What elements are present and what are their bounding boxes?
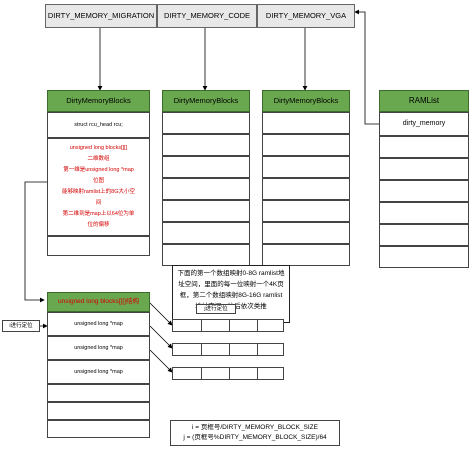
blocks-desc-line: 能够映射ramlist上的8G大小空 <box>61 189 136 195</box>
bitmap-row <box>172 367 284 380</box>
empty-cell <box>162 178 250 200</box>
blocks-desc-line: unsigned long blocks[][] <box>69 145 128 151</box>
mapping-note: 下面的第一个数组映射0-8G ramlist地址空间，里面的每一位映射一个4K页… <box>172 265 290 323</box>
blocks-desc-line: 间 <box>95 200 102 206</box>
empty-cell <box>379 180 469 202</box>
map-row: unsigned long *map <box>47 336 150 360</box>
blocks-desc-line: 位图 <box>92 178 104 184</box>
map-row: unsigned long *map <box>47 312 150 336</box>
blocks-desc-line: 二维数组 <box>87 156 110 162</box>
dirty-memory-blocks-header-1: DirtyMemoryBlocks <box>47 90 150 112</box>
blocks-description: unsigned long blocks[][] 二维数组 第一维是unsign… <box>47 138 150 236</box>
empty-cell <box>47 402 150 420</box>
formula-line-i: i = 页框号/DIRTY_MEMORY_BLOCK_SIZE <box>191 424 318 431</box>
empty-cell <box>262 222 350 244</box>
empty-cell <box>379 158 469 180</box>
empty-cell <box>262 134 350 156</box>
index-formula: i = 页框号/DIRTY_MEMORY_BLOCK_SIZE j = (页框号… <box>170 420 340 446</box>
empty-cell <box>47 384 150 402</box>
i-index-label: i进行定位 <box>2 320 40 332</box>
dirty-memory-blocks-header-2: DirtyMemoryBlocks <box>162 90 250 112</box>
empty-cell <box>262 112 350 134</box>
empty-cell <box>379 224 469 246</box>
rcu-head-field: struct rcu_head rcu; <box>47 112 150 138</box>
bitmap-row <box>172 319 284 332</box>
top-cell-code: DIRTY_MEMORY_CODE <box>157 4 257 28</box>
empty-cell <box>47 236 150 256</box>
blocks-desc-line: 位的偏移 <box>87 222 110 228</box>
map-row: unsigned long *map <box>47 360 150 384</box>
empty-cell <box>162 222 250 244</box>
empty-cell <box>162 156 250 178</box>
empty-cell <box>262 156 350 178</box>
empty-cell <box>162 134 250 156</box>
bitmap-row <box>172 343 284 356</box>
empty-cell <box>379 202 469 224</box>
j-index-label: j进行定位 <box>196 304 236 314</box>
top-cell-vga: DIRTY_MEMORY_VGA <box>257 4 355 28</box>
blocks-desc-line: 第一维是unsigned long *map <box>63 167 134 173</box>
empty-cell <box>262 244 350 266</box>
empty-cell <box>379 246 469 268</box>
empty-cell <box>162 112 250 134</box>
dirty-memory-blocks-header-3: DirtyMemoryBlocks <box>262 90 350 112</box>
dirty-memory-field: dirty_memory <box>379 112 469 136</box>
blocks-desc-line: 第二维到是map上以64位为单 <box>62 211 135 217</box>
ramlist-header: RAMList <box>379 90 469 112</box>
empty-cell <box>379 136 469 158</box>
empty-cell <box>262 200 350 222</box>
empty-cell <box>162 244 250 266</box>
empty-cell <box>162 200 250 222</box>
blocks-array-header: unsigned long blocks[][]结构 <box>47 292 150 312</box>
formula-line-j: j = (页框号%DIRTY_MEMORY_BLOCK_SIZE)/64 <box>183 434 327 441</box>
top-cell-migration: DIRTY_MEMORY_MIGRATION <box>45 4 157 28</box>
empty-cell <box>47 420 150 438</box>
empty-cell <box>262 178 350 200</box>
